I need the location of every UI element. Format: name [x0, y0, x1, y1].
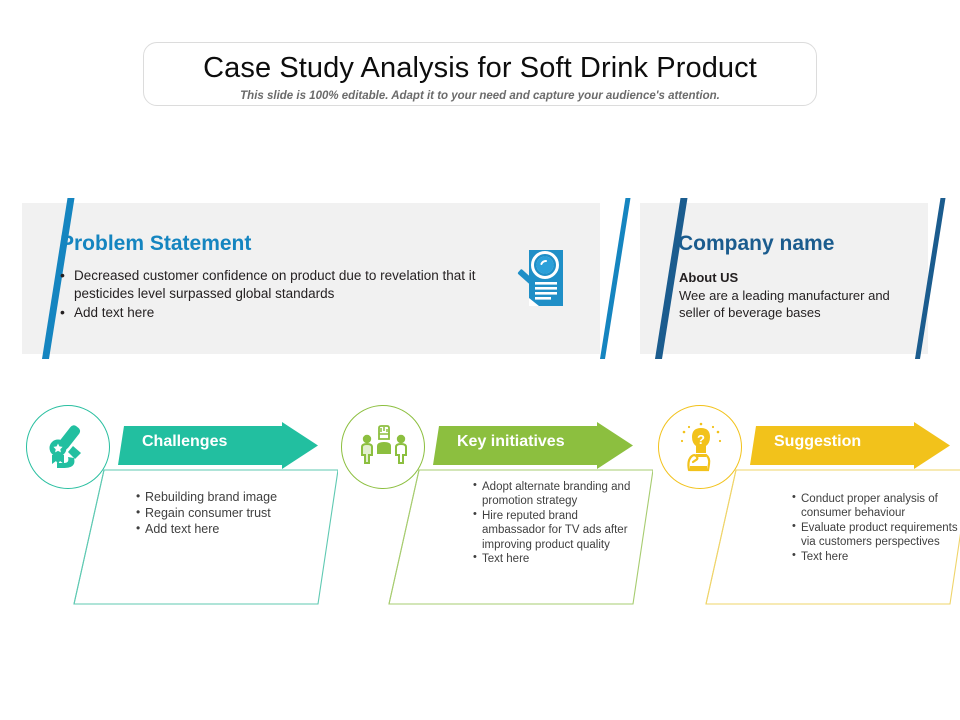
- key-initiatives-bullets: Adopt alternate branding and promotion s…: [473, 479, 643, 567]
- challenges-bullets: Rebuilding brand image Regain consumer t…: [136, 489, 311, 538]
- list-item: Add text here: [136, 521, 311, 538]
- list-item: Adopt alternate branding and promotion s…: [473, 479, 643, 509]
- list-item: Evaluate product requirements via custom…: [792, 520, 960, 550]
- list-item: Regain consumer trust: [136, 505, 311, 522]
- list-item: Rebuilding brand image: [136, 489, 311, 506]
- about-us-label: About US: [679, 270, 739, 285]
- document-magnifier-icon: [515, 248, 571, 314]
- list-item: Conduct proper analysis of consumer beha…: [792, 491, 960, 521]
- suggestion-bullets: Conduct proper analysis of consumer beha…: [792, 491, 960, 564]
- list-item: Decreased customer confidence on product…: [58, 266, 518, 303]
- key-initiatives-icon-circle: [341, 405, 425, 489]
- suggestion-callout: Conduct proper analysis of consumer beha…: [702, 458, 960, 606]
- about-us-text: Wee are a leading manufacturer and selle…: [679, 288, 890, 320]
- list-item: Text here: [473, 551, 643, 566]
- company-name-heading: Company name: [678, 232, 835, 255]
- page-subtitle: This slide is 100% editable. Adapt it to…: [240, 90, 720, 102]
- suggestion-icon-circle: ?: [658, 405, 742, 489]
- challenges-icon-circle: [26, 405, 110, 489]
- problem-statement-heading: Problem Statement: [60, 232, 252, 255]
- problem-panel-right-accent-bar: [600, 198, 631, 359]
- list-item: Text here: [792, 549, 960, 564]
- problem-statement-bullets: Decreased customer confidence on product…: [58, 266, 518, 323]
- svg-text:?: ?: [697, 432, 705, 447]
- title-card: [143, 42, 817, 106]
- key-initiatives-arrow-banner[interactable]: Key initiatives: [429, 422, 633, 469]
- challenges-arrow-banner[interactable]: Challenges: [114, 422, 318, 469]
- suggestion-label: Suggestion: [774, 433, 862, 450]
- key-initiatives-callout: Adopt alternate branding and promotion s…: [385, 458, 653, 606]
- key-initiatives-label: Key initiatives: [457, 433, 565, 450]
- page-title: Case Study Analysis for Soft Drink Produ…: [203, 52, 757, 84]
- company-name-panel: [640, 203, 928, 354]
- list-item: Add text here: [58, 303, 518, 322]
- challenges-label: Challenges: [142, 433, 228, 450]
- list-item: Hire reputed brand ambassador for TV ads…: [473, 508, 643, 552]
- challenges-callout: Rebuilding brand image Regain consumer t…: [70, 458, 338, 606]
- suggestion-arrow-banner[interactable]: Suggestion: [746, 422, 950, 469]
